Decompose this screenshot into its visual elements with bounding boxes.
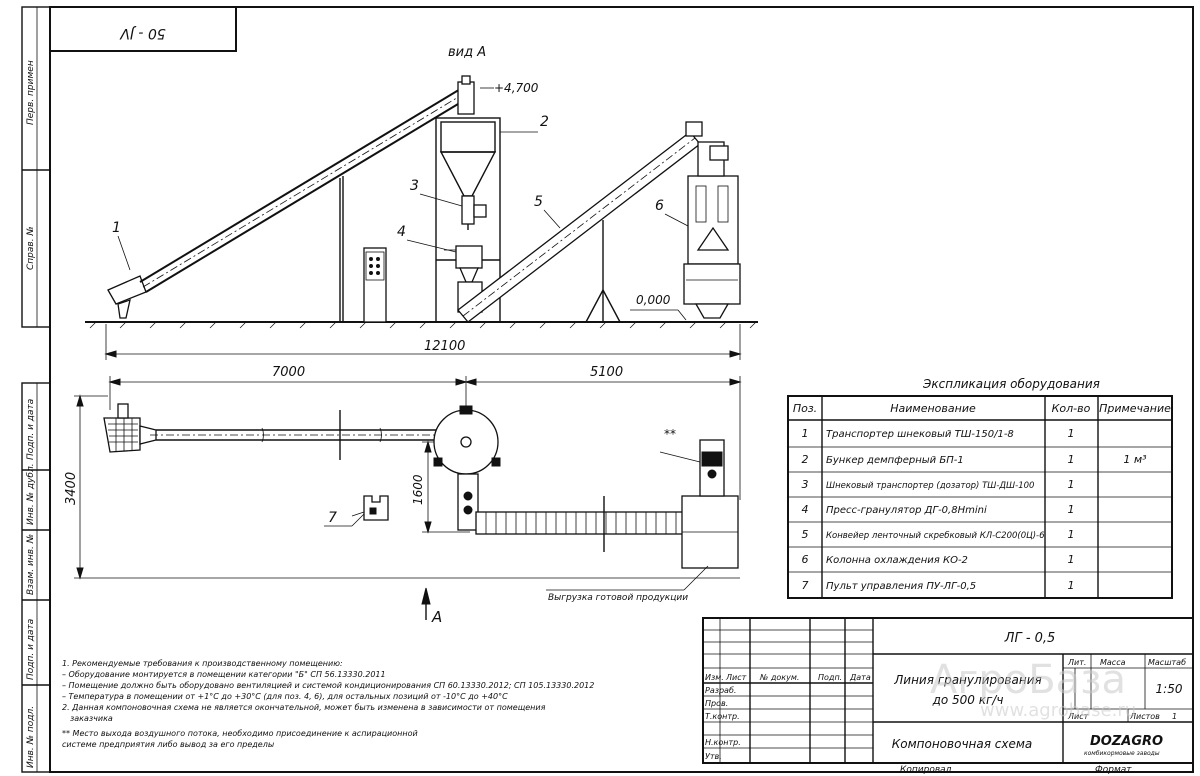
callout-2: 2 bbox=[540, 114, 549, 130]
callout-5: 5 bbox=[534, 194, 543, 210]
title-scale: Масштаб bbox=[1148, 658, 1186, 667]
title-role: Т.контр. bbox=[705, 712, 740, 721]
title-copied: Копировал bbox=[900, 765, 952, 775]
logo-sub: комбикормовые заводы bbox=[1084, 750, 1160, 757]
table-row-name: Колонна охлаждения КО-2 bbox=[826, 555, 968, 566]
table-row-pos: 1 bbox=[802, 427, 809, 440]
table-row-name: Конвейер ленточный скребковый КЛ-С200(0Ц… bbox=[826, 531, 1045, 541]
callout-4: 4 bbox=[397, 224, 406, 240]
table-row-name: Бункер демпферный БП-1 bbox=[826, 455, 964, 466]
title-role: Разраб. bbox=[705, 686, 736, 695]
title-name-line1: Линия гранулирования bbox=[893, 673, 1041, 687]
title-label-izm: Изм. bbox=[705, 673, 724, 682]
title-scale-value: 1:50 bbox=[1156, 682, 1183, 696]
side-label-ref-no: Справ. № bbox=[26, 226, 36, 270]
table-row-name: Пульт управления ПУ-ЛГ-0,5 bbox=[826, 581, 976, 592]
table-row-qty: 1 bbox=[1068, 579, 1075, 592]
table-row-name: Шнековый транспортер (дозатор) ТШ-ДШ-100 bbox=[826, 481, 1034, 491]
side-label-dup-inv: Инв. № дубл. bbox=[26, 463, 36, 525]
note-line: – Помещение должно быть оборудовано вент… bbox=[62, 681, 594, 690]
doc-code-box bbox=[49, 6, 237, 52]
table-row-note: 1 м³ bbox=[1123, 453, 1147, 466]
note-line: системе предприятия либо вывод за его пр… bbox=[62, 740, 274, 749]
note-line: 1. Рекомендуемые требования к производст… bbox=[62, 659, 343, 668]
table-row-pos: 2 bbox=[802, 453, 809, 466]
title-code: ЛГ - 0,5 bbox=[1004, 631, 1056, 646]
note-line: заказчика bbox=[70, 714, 113, 723]
table-row-pos: 3 bbox=[802, 478, 809, 491]
dim-1600-label: 1600 bbox=[411, 474, 425, 505]
unload-label: Выгрузка готовой продукции bbox=[548, 593, 688, 603]
table-row-pos: 6 bbox=[802, 553, 809, 566]
title-format: Формат bbox=[1095, 765, 1132, 775]
title-sheets: Листов bbox=[1129, 712, 1160, 721]
table-row-qty: 1 bbox=[1068, 528, 1075, 541]
dim-total-label: 12100 bbox=[424, 339, 465, 354]
table-row-pos: 4 bbox=[802, 503, 809, 516]
note-line: ** Место выхода воздушного потока, необх… bbox=[62, 729, 418, 738]
side-label-orig-inv: Инв. № подл. bbox=[26, 706, 36, 768]
dim-height-label: 3400 bbox=[64, 472, 79, 505]
title-role: Утв. bbox=[705, 752, 722, 761]
title-sheet: Лист bbox=[1067, 712, 1089, 721]
drawing-frame bbox=[21, 6, 1194, 773]
callout-6: 6 bbox=[655, 198, 664, 214]
note-line: – Температура в помещении от +1°С до +30… bbox=[62, 692, 508, 701]
callout-7: 7 bbox=[328, 510, 337, 526]
view-label: вид А bbox=[448, 45, 486, 60]
side-label-replace-inv: Взам. инв. № bbox=[26, 534, 36, 595]
table-row-pos: 5 bbox=[802, 528, 809, 541]
dim-left-label: 7000 bbox=[272, 365, 305, 380]
watermark-main: АгроБаза bbox=[930, 657, 1126, 703]
view-arrow-label: А bbox=[431, 608, 442, 626]
air-outlet-stars: ** bbox=[664, 427, 676, 441]
title-label-list: Лист bbox=[725, 673, 747, 682]
callout-3: 3 bbox=[410, 178, 419, 194]
table-header-note: Примечание bbox=[1099, 402, 1171, 415]
elevation-top-mark: +4,700 bbox=[494, 81, 539, 95]
table-row-qty: 1 bbox=[1068, 478, 1075, 491]
note-line: 2. Данная компоновочная схема не являетс… bbox=[62, 703, 546, 712]
equipment-table bbox=[787, 395, 1173, 599]
table-header-qty: Кол-во bbox=[1052, 402, 1091, 415]
title-block bbox=[702, 617, 1194, 764]
title-label-doc: № докум. bbox=[759, 673, 799, 682]
title-sheets-value: 1 bbox=[1172, 712, 1177, 721]
table-row-qty: 1 bbox=[1068, 427, 1075, 440]
table-row-pos: 7 bbox=[802, 579, 809, 592]
table-row-qty: 1 bbox=[1068, 553, 1075, 566]
elevation-view bbox=[85, 75, 758, 329]
side-label-sign-date-2: Подп. и дата bbox=[26, 619, 36, 680]
doc-code-text: 50 - JV bbox=[119, 25, 166, 41]
table-row-qty: 1 bbox=[1068, 503, 1075, 516]
title-label-date: Дата bbox=[849, 673, 871, 682]
note-line: – Оборудование монтируется в помещении к… bbox=[62, 670, 386, 679]
title-sheet-name: Компоновочная схема bbox=[892, 737, 1033, 751]
title-role: Н.контр. bbox=[705, 738, 741, 747]
title-role: Пров. bbox=[705, 699, 728, 708]
notes-block: 1. Рекомендуемые требования к производст… bbox=[62, 659, 594, 749]
title-mass: Масса bbox=[1100, 658, 1126, 667]
title-label-sign: Подп. bbox=[818, 673, 842, 682]
table-row-name: Транспортер шнековый ТШ-150/1-8 bbox=[826, 429, 1014, 440]
elevation-zero-mark: 0,000 bbox=[636, 293, 671, 307]
dim-right-label: 5100 bbox=[590, 365, 623, 380]
table-header-pos: Поз. bbox=[793, 402, 817, 415]
side-label-first-use: Перв. примен bbox=[26, 60, 36, 125]
title-name-line2: до 500 кг/ч bbox=[932, 693, 1004, 707]
table-row-name: Пресс-гранулятор ДГ-0,8Hmini bbox=[826, 505, 987, 516]
dimension-12100 bbox=[104, 324, 742, 360]
watermark-url: www.agrobase.ru bbox=[980, 700, 1136, 721]
plan-view bbox=[74, 376, 742, 620]
logo-main: DOZAGRO bbox=[1090, 734, 1163, 749]
side-label-sign-date-1: Подп. и дата bbox=[26, 399, 36, 460]
callout-1: 1 bbox=[112, 220, 121, 236]
title-lit: Лит. bbox=[1067, 658, 1086, 667]
table-title: Экспликация оборудования bbox=[922, 377, 1100, 391]
table-header-name: Наименование bbox=[890, 402, 976, 415]
table-row-qty: 1 bbox=[1068, 453, 1075, 466]
